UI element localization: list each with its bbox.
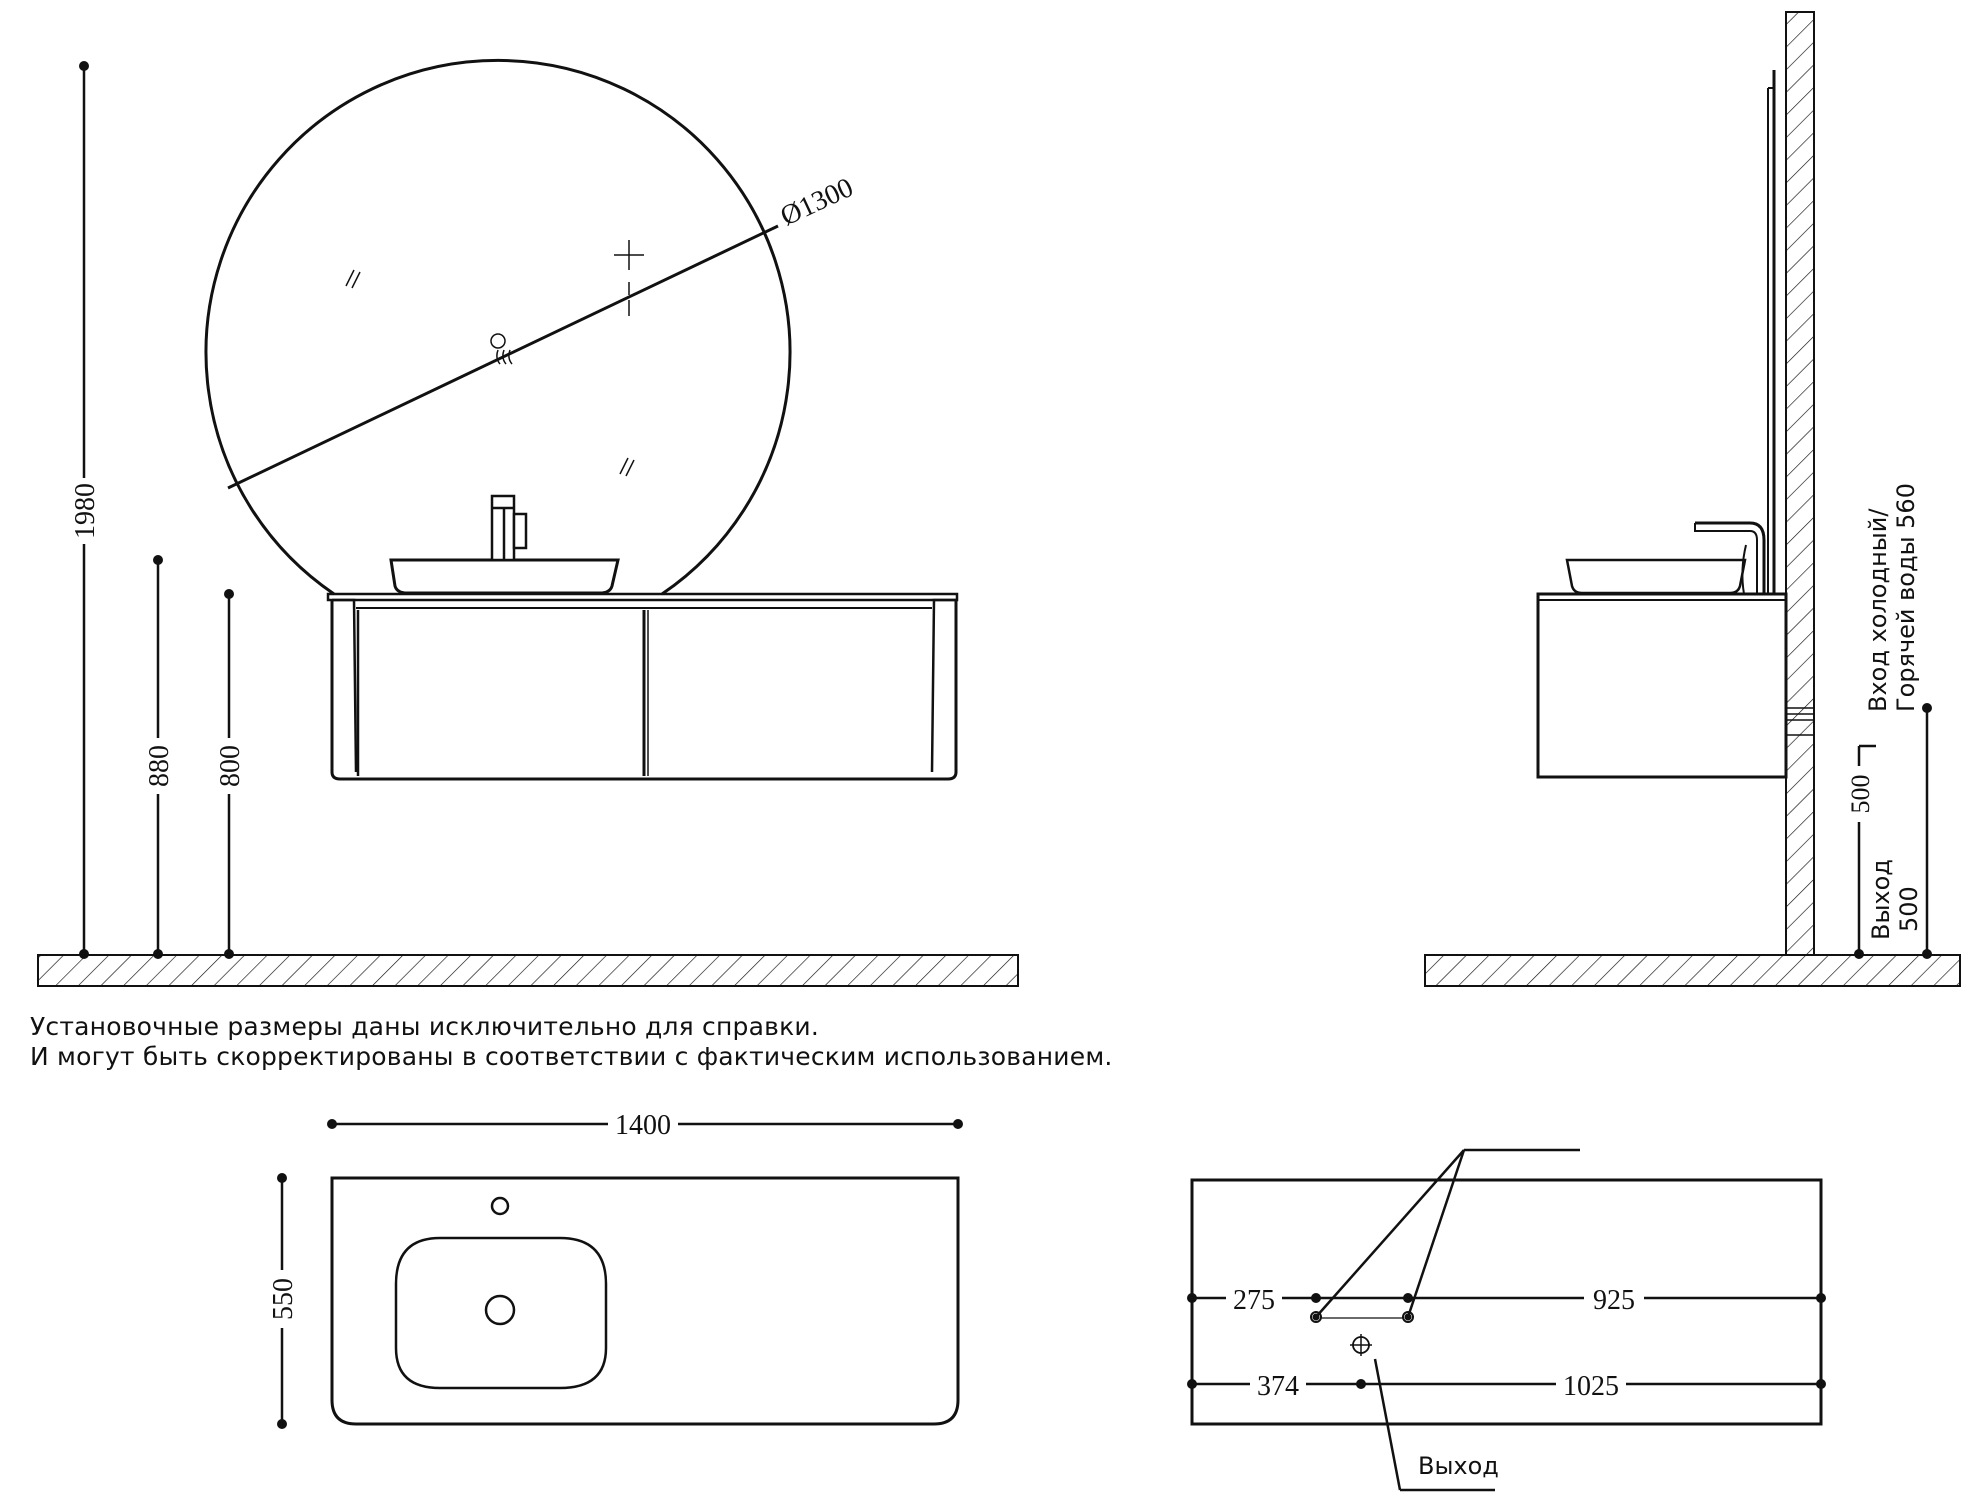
dim-label-550: 550 bbox=[268, 1278, 299, 1320]
outlet-label-line2: 500 bbox=[1895, 886, 1923, 932]
drain-hole bbox=[484, 1294, 516, 1326]
touch-sensor-icon bbox=[490, 333, 513, 365]
outlet-leader bbox=[1373, 1358, 1402, 1491]
basin-bowl-top bbox=[394, 1236, 608, 1390]
top-view-labels: 1400 550 bbox=[268, 1108, 678, 1328]
supply-point-left bbox=[1310, 1311, 1322, 1323]
faucet-side bbox=[1695, 521, 1766, 594]
supply-label-line1: Вход холодный/ bbox=[1864, 508, 1892, 712]
countertop bbox=[326, 592, 959, 602]
outlet-label: Выход bbox=[1418, 1452, 1499, 1480]
mirror-diameter-label: Ø1300 bbox=[776, 172, 858, 232]
supply-point-right bbox=[1402, 1311, 1414, 1323]
installation-note: Установочные размеры даны исключительно … bbox=[30, 1012, 1113, 1072]
dim-label-374: 374 bbox=[1257, 1371, 1299, 1402]
outlet-label-line1: Выход bbox=[1867, 859, 1895, 940]
front-view bbox=[37, 58, 1019, 987]
cabinet-right-panel bbox=[930, 598, 956, 773]
glass-reflection-marks bbox=[345, 269, 635, 477]
side-view bbox=[1424, 11, 1961, 987]
note-line-2: И могут быть скорректированы в соответст… bbox=[30, 1042, 1113, 1071]
supply-leader bbox=[1315, 1149, 1465, 1318]
vessel-basin bbox=[389, 558, 620, 595]
floor-hatch-front bbox=[37, 954, 1019, 987]
wall-hatch bbox=[1785, 11, 1815, 956]
dim-label-1980: 1980 bbox=[70, 483, 101, 539]
note-line-1: Установочные размеры даны исключительно … bbox=[30, 1012, 819, 1041]
cabinet-side bbox=[1536, 592, 1788, 779]
outlet-height-label: 500 bbox=[1846, 775, 1875, 814]
cabinet-left-panel bbox=[332, 598, 358, 773]
side-view-labels: Вход холодный/ Горячей воды 560 500 Выхо… bbox=[1845, 483, 1923, 940]
dim-label-800: 800 bbox=[215, 745, 246, 787]
dim-label-925: 925 bbox=[1593, 1285, 1635, 1316]
back-view bbox=[1187, 1148, 1826, 1492]
back-view-labels: 275 925 374 1025 Выход bbox=[1226, 1284, 1644, 1480]
mirror-crosshair bbox=[614, 240, 644, 316]
cabinet-front bbox=[330, 600, 958, 781]
dim-label-275: 275 bbox=[1233, 1285, 1275, 1316]
faucet-front bbox=[490, 494, 528, 562]
dim-label-880: 880 bbox=[144, 745, 175, 787]
dim-label-1025: 1025 bbox=[1563, 1371, 1619, 1402]
supply-label-line2: Горячей воды 560 bbox=[1892, 483, 1920, 712]
countertop-top bbox=[330, 1176, 960, 1426]
front-view-labels: 1980 880 800 Ø1300 bbox=[70, 172, 858, 794]
vessel-basin-side bbox=[1565, 558, 1747, 595]
round-mirror bbox=[204, 58, 792, 596]
faucet-hole bbox=[490, 1196, 510, 1216]
floor-hatch-side bbox=[1424, 954, 1961, 987]
dim-label-1400: 1400 bbox=[615, 1110, 671, 1141]
top-view bbox=[277, 1119, 963, 1429]
